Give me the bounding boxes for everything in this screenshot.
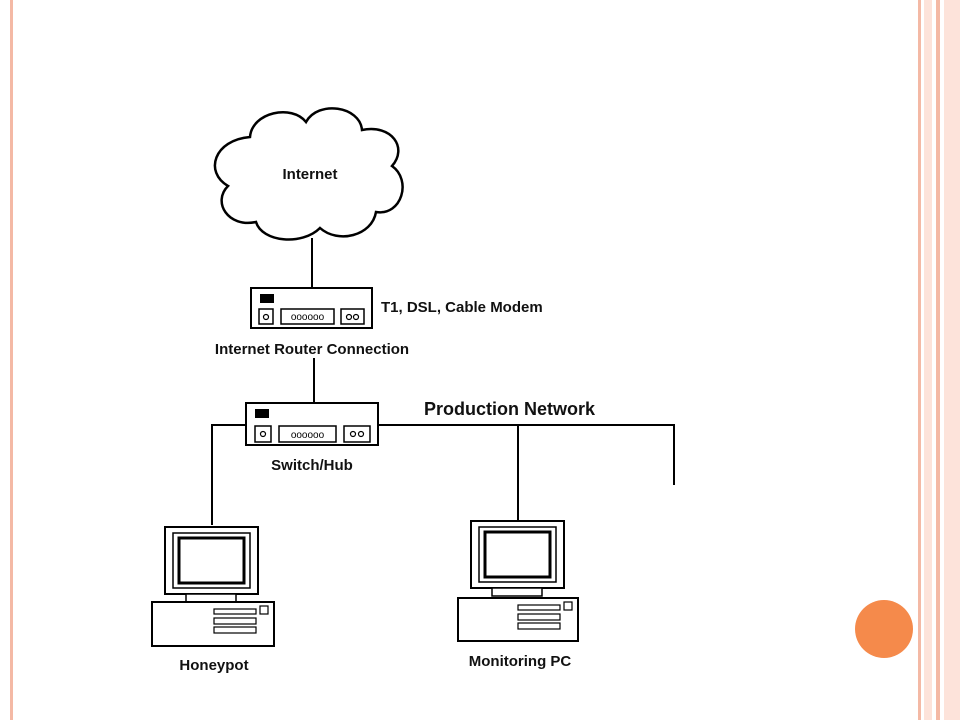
switch-port-bank-label: oooooo	[291, 430, 325, 441]
switch-port-right-dot-2	[357, 430, 365, 438]
frame-right-band-3	[936, 0, 940, 720]
honeypot-label: Honeypot	[179, 657, 248, 674]
production-network-label: Production Network	[424, 399, 596, 419]
router-device: oooooo T1, DSL, Cable Modem Internet Rou…	[215, 287, 543, 358]
router-port-right-dot-1	[345, 313, 353, 321]
router-label: Internet Router Connection	[215, 341, 409, 358]
switch-port-right-dot-1	[349, 430, 357, 438]
monitor-monitor-stand	[491, 587, 543, 597]
monitor-drive-2	[517, 613, 561, 621]
router-port-left-dot	[262, 313, 270, 321]
switch-device: oooooo Switch/Hub	[245, 402, 379, 474]
edge-switch-network	[378, 424, 675, 485]
honeypot-screen	[177, 536, 246, 585]
router-port-bank-label: oooooo	[291, 312, 325, 323]
monitor-screen	[483, 530, 552, 579]
honeypot-drive-2	[213, 617, 257, 625]
honeypot-drive-1	[213, 608, 257, 615]
switch-port-left-dot	[259, 430, 267, 438]
frame-right-band-1	[918, 0, 921, 720]
connections	[211, 238, 675, 525]
router-port-right	[340, 308, 365, 325]
monitoring-pc-label: Monitoring PC	[469, 653, 572, 670]
switch-port-right	[343, 425, 371, 443]
honeypot-computer: Honeypot	[151, 526, 275, 674]
monitor-drive-1	[517, 604, 561, 611]
internet-label: Internet	[282, 166, 337, 183]
cloud-shape	[213, 107, 404, 241]
edge-switch-honeypot	[211, 424, 246, 525]
router-port-left	[258, 308, 274, 325]
internet-cloud: Internet	[213, 107, 404, 241]
honeypot-power-button	[259, 605, 269, 615]
switch-port-bank	[278, 425, 337, 443]
accent-dot	[855, 600, 913, 658]
honeypot-monitor-stand	[185, 593, 237, 603]
switch-port-left	[254, 425, 272, 443]
monitor-drive-3	[517, 622, 561, 630]
monitor-power-button	[563, 601, 573, 611]
modem-label: T1, DSL, Cable Modem	[381, 299, 543, 316]
monitoring-computer: Monitoring PC	[457, 520, 579, 670]
frame-right-band-2	[924, 0, 932, 720]
router-status-light	[260, 294, 274, 303]
switch-label: Switch/Hub	[271, 457, 353, 474]
frame-left-border	[10, 0, 13, 720]
honeypot-drive-3	[213, 626, 257, 634]
router-port-bank	[280, 308, 335, 325]
router-port-right-dot-2	[352, 313, 360, 321]
frame-right-band-4	[944, 0, 960, 720]
switch-status-light	[255, 409, 269, 418]
